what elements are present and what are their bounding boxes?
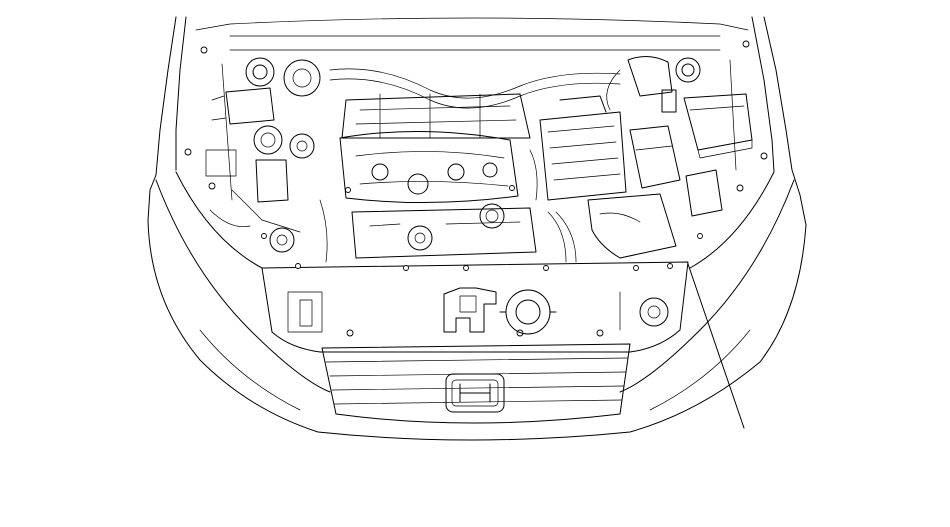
fasteners: [184, 40, 768, 239]
front-bumper: [147, 171, 807, 441]
hoses-and-wiring: [209, 59, 737, 263]
front-grille: [321, 343, 631, 424]
radiator-support: [261, 261, 689, 353]
engine-head-cover: [339, 131, 519, 204]
hood-latch: [443, 287, 497, 333]
honda-h-logo: [445, 373, 505, 413]
horn: [639, 297, 669, 327]
battery: [661, 89, 753, 159]
air-cleaner: [539, 95, 627, 201]
lower-engine: [351, 207, 537, 259]
hood-and-fenders: [147, 16, 807, 226]
callout-leader-line: [687, 263, 745, 429]
left-strut-tower: [245, 57, 321, 97]
right-strut-tower: [627, 56, 701, 97]
left-components: [205, 87, 315, 253]
oil-filler-cap: [479, 203, 505, 229]
radiator-cap: [499, 289, 557, 335]
intake-manifold: [341, 93, 531, 139]
right-components: [547, 125, 723, 263]
